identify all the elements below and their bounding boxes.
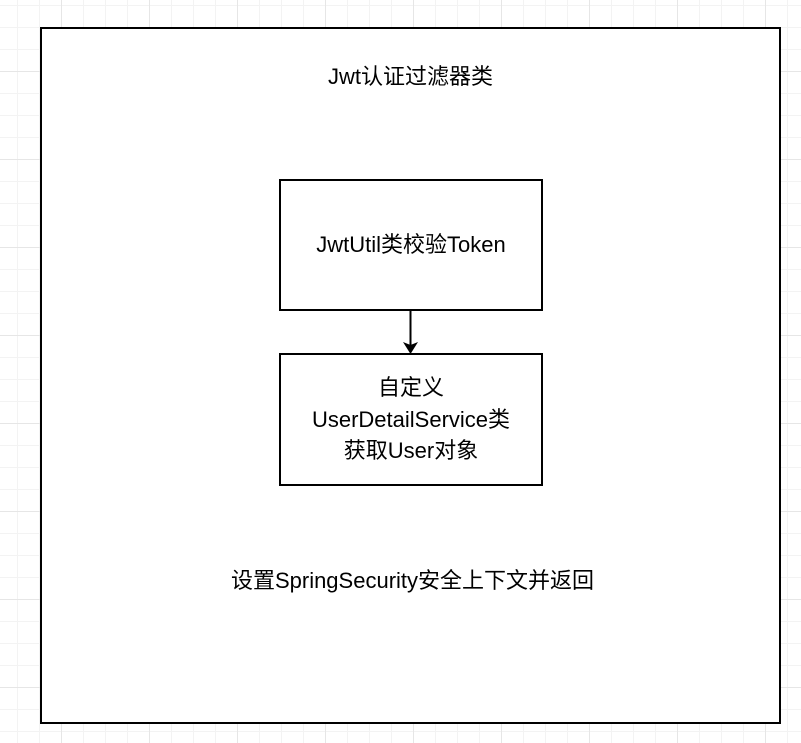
node-line: UserDetailService类 [311,406,511,432]
node-line: 自定义 [377,374,444,400]
arrow-connector[interactable] [400,309,422,357]
jwtutil-node[interactable]: JwtUtil类校验Token [279,179,543,311]
node-line: 获取User对象 [343,438,479,464]
jwtutil-node-label: JwtUtil类校验Token [316,232,506,258]
container-title: Jwt认证过滤器类 [327,64,493,89]
userdetailservice-node[interactable]: 自定义 UserDetailService类 获取User对象 [279,353,543,486]
container-footer: 设置SpringSecurity安全上下文并返回 [230,568,595,593]
